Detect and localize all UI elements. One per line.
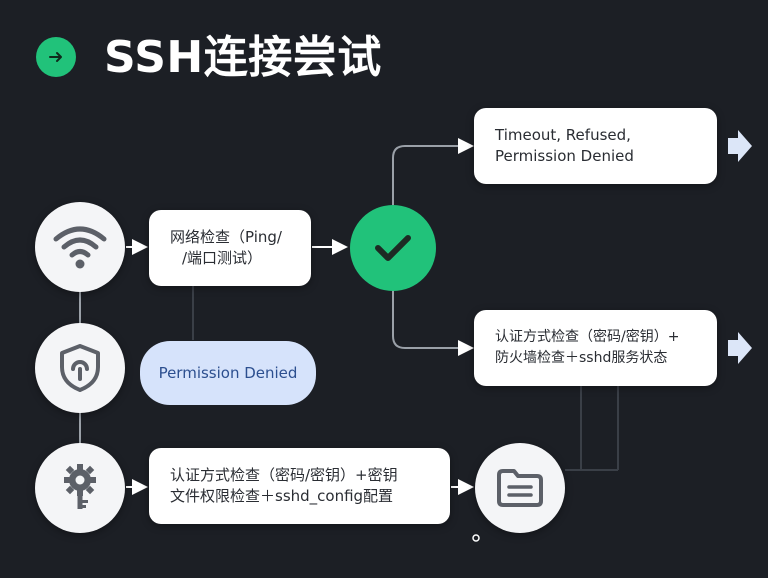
folder-node [475, 443, 565, 533]
small-dot-mark [472, 534, 480, 542]
check-icon [375, 235, 411, 261]
network-check-line2: /端口测试） [182, 249, 263, 267]
page-title: SSH连接尝试 [104, 32, 382, 83]
folder-icon [497, 469, 543, 507]
network-check-box: 网络检查（Ping/ /端口测试） [149, 210, 311, 286]
permission-denied-pill: Permission Denied [140, 341, 316, 405]
outgoing-arrow-bottom [728, 332, 752, 364]
auth-firewall-line2: 防火墙检查＋sshd服务状态 [495, 350, 668, 366]
arrow-check-to-timeout [392, 138, 474, 205]
timeout-box: Timeout, Refused, Permission Denied [474, 108, 717, 184]
wifi-node [35, 202, 125, 292]
title-badge [36, 37, 76, 77]
shield-node [35, 323, 125, 413]
auth-keyfile-box: 认证方式检查（密码/密钥）+密钥 文件权限检查＋sshd_config配置 [149, 448, 450, 524]
wifi-icon [53, 226, 107, 269]
timeout-line1: Timeout, Refused, [495, 126, 631, 144]
arrow-right-icon [49, 52, 62, 62]
auth-keyfile-line2: 文件权限检查＋sshd_config配置 [170, 487, 394, 505]
auth-firewall-line1: 认证方式检查（密码/密钥）+ [495, 329, 680, 345]
arrow-check-to-auth-firewall [392, 290, 474, 356]
network-check-line1: 网络检查（Ping/ [170, 228, 282, 246]
success-node [350, 205, 436, 291]
shield-lock-icon [60, 344, 100, 392]
gear-node [35, 443, 125, 533]
gear-key-icon [64, 464, 96, 509]
auth-firewall-box: 认证方式检查（密码/密钥）+ 防火墙检查＋sshd服务状态 [474, 310, 717, 386]
timeout-line2: Permission Denied [495, 147, 634, 165]
auth-keyfile-line1: 认证方式检查（密码/密钥）+密钥 [170, 466, 398, 484]
outgoing-arrow-top [728, 130, 752, 162]
